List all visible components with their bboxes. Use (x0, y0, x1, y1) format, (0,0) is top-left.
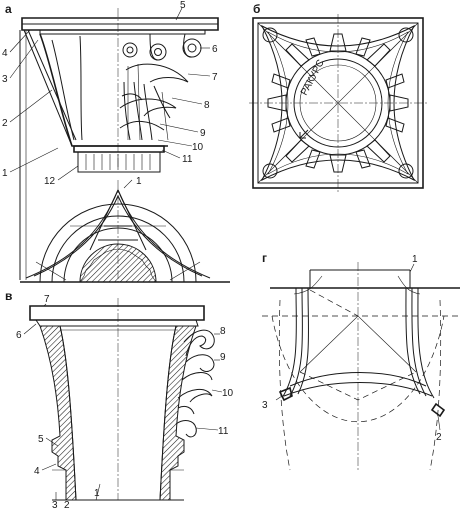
label-a-12: 12 (44, 176, 56, 187)
panel-v-letter: в (5, 289, 12, 303)
label-a-1: 1 (2, 168, 8, 179)
label-g-1: 1 (412, 254, 418, 265)
panel-a-acanthus (119, 63, 189, 141)
label-v-8: 8 (220, 326, 226, 337)
label-a-10: 10 (192, 142, 204, 153)
panel-a-letter: а (5, 2, 12, 16)
label-v-6: 6 (16, 330, 22, 341)
panel-a-volutes (122, 33, 202, 61)
panel-b-leaf-ring (267, 33, 409, 173)
label-a-9: 9 (200, 128, 206, 139)
panel-b-plan-view: б (249, 2, 427, 192)
label-a-6: 6 (212, 44, 218, 55)
label-a-7: 7 (212, 72, 218, 83)
panel-g-construction: г (262, 251, 460, 471)
label-v-2: 2 (64, 500, 70, 511)
label-a-4: 4 (2, 48, 8, 59)
label-v-11: 11 (218, 426, 229, 437)
panel-b-corner-volutes (262, 27, 414, 179)
label-a-8: 8 (204, 100, 210, 111)
label-v-7: 7 (44, 294, 50, 305)
panel-a-half-plan (20, 180, 230, 283)
label-v-9: 9 (220, 352, 226, 363)
label-g-2: 2 (436, 432, 442, 443)
panel-v-leaves (175, 329, 215, 438)
label-g-3: 3 (262, 400, 268, 411)
panel-v-labels: 1 2 3 4 5 6 7 8 9 10 11 (16, 294, 234, 511)
label-a-5: 5 (180, 0, 186, 11)
label-v-1: 1 (94, 488, 100, 499)
label-v-10: 10 (222, 388, 234, 399)
panel-b-letter: б (253, 2, 260, 16)
panel-a-elevation: а (5, 2, 219, 280)
label-a-2: 2 (2, 118, 8, 129)
panel-v-section: в (5, 289, 215, 501)
panel-a-flutes (85, 154, 151, 170)
panel-g-labels: 1 2 3 (262, 254, 442, 443)
label-a-3: 3 (2, 74, 8, 85)
label-v-5: 5 (38, 434, 44, 445)
label-v-3: 3 (52, 500, 58, 511)
label-v-4: 4 (34, 466, 40, 477)
label-a-plan-1: 1 (136, 176, 142, 187)
label-a-11: 11 (182, 154, 193, 165)
panel-g-letter: г (262, 251, 267, 265)
panel-a-labels: 1 2 3 4 5 6 7 8 9 10 11 12 1 (2, 0, 218, 189)
